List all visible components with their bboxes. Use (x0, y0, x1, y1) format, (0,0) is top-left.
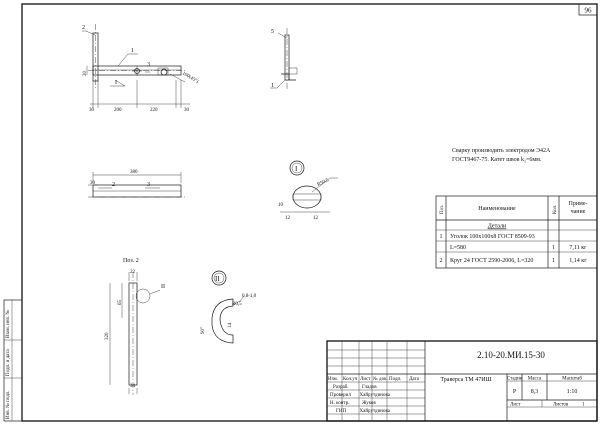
plan-leader-2: 2 (112, 182, 115, 188)
detail-II-label: II (215, 275, 220, 283)
stamp-inv-orig: Инв. № подл. (5, 391, 11, 420)
role-dev: Разраб. (333, 385, 349, 390)
detail-I: I R50.5 12 12 10 (278, 160, 338, 221)
note-line-2: ГОСТ9467-75. Катет швов k1=6мм. (452, 157, 542, 164)
name-gip: Хайрутдинова (360, 409, 391, 414)
detail-I-dim-12a: 12 (285, 216, 291, 221)
detail-II-dim-14: 14 (228, 323, 233, 329)
callout-I: I (115, 80, 117, 86)
detail-II: II R0,5 0,8-1,0 90° 14 (201, 270, 257, 344)
detail-II-dim-90: 90° (201, 327, 206, 334)
spec-head-name: Наименование (478, 206, 516, 212)
dim-slope: 100(45°) (181, 71, 199, 84)
doc-code: 2.10-20.МИ.15-30 (477, 350, 545, 360)
pos2-callout-II: II (161, 284, 165, 290)
stage-head: Стадия (507, 377, 523, 382)
dim-30-left: 30 (89, 108, 95, 113)
dim-left-20: 20 (83, 71, 88, 77)
spec-row1-name: Уголок 100х100х8 ГОСТ 8509-93 (450, 234, 535, 240)
spec-row3-qty: 1 (552, 258, 555, 264)
col-head-izm: Изм. (328, 377, 338, 382)
sheets-label: Листов (553, 403, 569, 408)
spec-head-pos: Поз. (440, 205, 445, 214)
stage-value: Р (513, 389, 517, 395)
stamp-inv-dup: Взам. инв. № (5, 310, 11, 338)
spec-head-note-2: чание (571, 209, 586, 215)
spec-row1-pos: 1 (440, 234, 443, 240)
dim-220: 220 (150, 108, 158, 113)
plan-leader-3: 3 (147, 182, 150, 188)
col-head-sign: Подп. (389, 377, 401, 382)
view-main: 2 1 I 3 100(45°) 20 30 200 220 30 (82, 24, 199, 113)
spec-row2-qty: 1 (552, 245, 555, 251)
pos2-dim-65: 65 (118, 300, 123, 306)
spec-row3-name: Круг 24 ГОСТ 2590-2006, L=320 (450, 258, 533, 264)
detail-I-radius: R50.5 (317, 178, 331, 188)
spec-table: Поз. Наименование Кол. Приме- чание Дета… (435, 195, 598, 269)
spec-row2-note: 7,11 кг (569, 245, 587, 251)
mass-head: Масса (528, 377, 542, 382)
spec-head-qty: Кол. (553, 205, 558, 214)
pos2-dim-320: 320 (105, 332, 110, 340)
col-head-date: Дата (409, 377, 420, 382)
sheets-count: 1 (582, 403, 585, 408)
col-head-kol: Кол.уч (343, 377, 358, 382)
spec-row2-name: L=580 (450, 245, 466, 251)
spec-section: Детали (488, 224, 507, 230)
side-leader-5: 5 (271, 29, 274, 35)
dim-380: 380 (130, 170, 138, 175)
role-check: Проверил (330, 393, 351, 398)
sheet-label: Лист (510, 403, 521, 408)
plan-dim-30: 30 (90, 181, 96, 186)
view-side: 5 1 (270, 28, 298, 90)
detail-I-dim-12b: 12 (313, 216, 319, 221)
note-line-1: Сварку производить электродом Э42А (452, 148, 551, 154)
pos2-view: Поз. 2 II 22 65 320 34 (105, 258, 165, 395)
pos2-dim-34: 34 (130, 384, 136, 389)
spec-head-note-1: Приме- (568, 201, 587, 207)
view-plan: 380 30 2 3 (88, 170, 186, 198)
col-head-list: Лист (360, 377, 371, 382)
col-head-doc: № док. (373, 376, 388, 382)
name-dev: Гладов (362, 385, 377, 390)
scale-value: 1:10 (567, 389, 578, 395)
detail-I-label: I (295, 165, 298, 173)
title-block: Изм. Кол.уч Лист № док. Подп. Дата Разра… (326, 340, 598, 422)
pos2-title: Поз. 2 (123, 258, 139, 264)
spec-row3-note: 1,14 кг (569, 258, 587, 264)
scale-head: Масштаб (562, 377, 582, 382)
role-nkontr: Н. контр. (330, 401, 349, 406)
side-stamp: Взам. инв. № Подп. и дата Инв. № подл. (3, 299, 23, 422)
leader-1: 1 (131, 48, 134, 54)
product-name: Траверса ТМ 47ИШ (440, 377, 491, 383)
detail-II-dim-08: 0,8-1,0 (242, 294, 257, 299)
detail-II-dim-r05: R0,5 (232, 302, 242, 307)
dim-200: 200 (114, 108, 122, 113)
spec-row3-pos: 2 (440, 258, 443, 264)
leader-3: 3 (147, 62, 150, 68)
name-check: Хайрутдинова (360, 393, 391, 398)
page-number: 96 (585, 7, 593, 15)
detail-I-dim-10: 10 (278, 203, 284, 208)
leader-2: 2 (82, 25, 85, 31)
side-leader-1: 1 (271, 83, 274, 89)
weld-note: Сварку производить электродом Э42А ГОСТ9… (452, 148, 551, 164)
role-gip: ГИП (336, 409, 347, 414)
stamp-sign-date: Подп. и дата (6, 349, 11, 376)
name-nkontr: Жуков (362, 401, 376, 406)
pos2-dim-22: 22 (130, 270, 136, 275)
dim-30-right: 30 (184, 108, 190, 113)
mass-value: 8,3 (531, 389, 539, 395)
page-number-box: 96 (578, 3, 598, 16)
